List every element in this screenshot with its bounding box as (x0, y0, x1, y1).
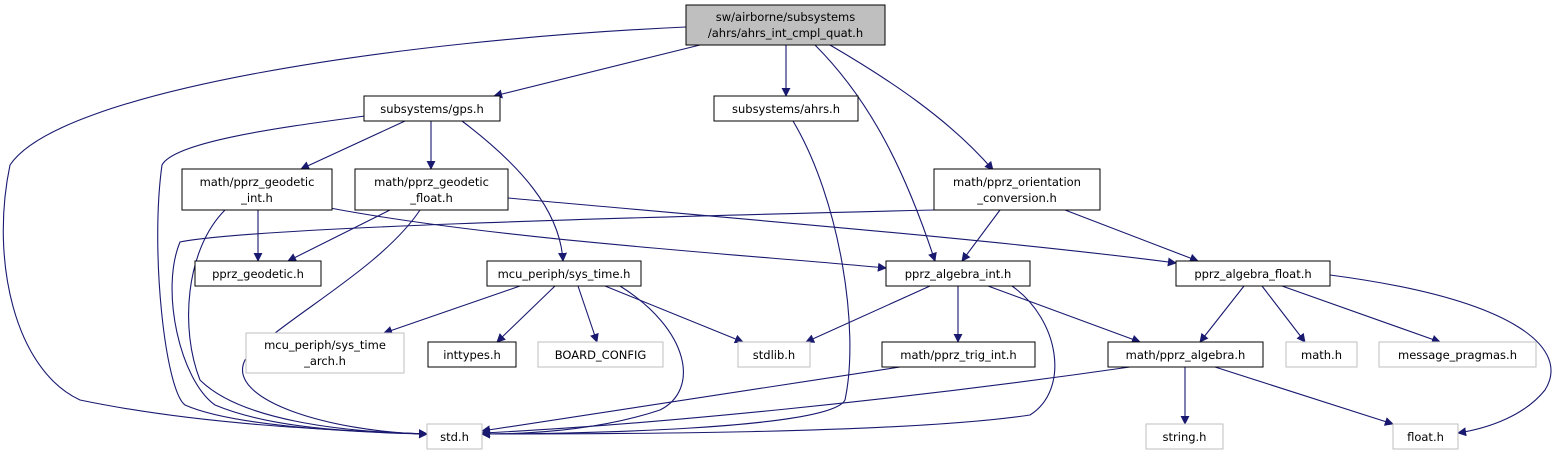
node-math[interactable]: math.h (1285, 341, 1358, 368)
edge-gps-std (157, 115, 428, 439)
node-stdlib-label: stdlib.h (753, 348, 795, 362)
node-geodetic-int[interactable]: math/pprz_geodetic _int.h (181, 168, 333, 211)
node-orientation-conversion[interactable]: math/pprz_orientation _conversion.h (933, 168, 1101, 211)
node-float-label: float.h (1407, 430, 1444, 444)
edge-algebra-float-float (1329, 274, 1552, 437)
node-root-line-2: /ahrs/ahrs_int_cmpl_quat.h (708, 26, 863, 40)
node-trig-int-label: math/pprz_trig_int.h (900, 348, 1016, 362)
edge-gps-sys-time (461, 120, 568, 262)
node-gps[interactable]: subsystems/gps.h (363, 95, 501, 122)
edge-orientation-std (171, 209, 935, 439)
node-algebra-float-label: pprz_algebra_float.h (1194, 267, 1311, 281)
node-string[interactable]: string.h (1145, 423, 1224, 450)
edge-trig-int-std (481, 366, 901, 435)
node-std[interactable]: std.h (426, 423, 483, 450)
node-root-header[interactable]: sw/airborne/subsystems /ahrs/ahrs_int_cm… (685, 4, 886, 46)
node-sys-time[interactable]: mcu_periph/sys_time.h (486, 260, 642, 287)
node-root-line-1: sw/airborne/subsystems (716, 10, 856, 24)
node-board-config[interactable]: BOARD_CONFIG (537, 341, 664, 368)
edge-geodetic-float-pprz-geodetic (287, 209, 391, 262)
edge-algebra-int-algebra (987, 285, 1141, 344)
edge-root-gps (493, 44, 701, 99)
node-message-pragmas-label: message_pragmas.h (1398, 348, 1517, 362)
node-ahrs[interactable]: subsystems/ahrs.h (713, 95, 859, 122)
node-geodetic-float[interactable]: math/pprz_geodetic _float.h (354, 168, 509, 211)
node-geodetic-int-line-2: _int.h (240, 191, 273, 205)
node-algebra-float[interactable]: pprz_algebra_float.h (1175, 260, 1331, 287)
node-pprz-geodetic[interactable]: pprz_geodetic.h (194, 260, 322, 287)
edge-orientation-algebra-int (961, 209, 1001, 262)
node-sys-time-arch-line-2: _arch.h (303, 354, 346, 368)
node-board-config-label: BOARD_CONFIG (555, 348, 647, 362)
edge-sys-time-stdlib (604, 285, 744, 344)
edge-algebra-float-message-pragmas (1281, 285, 1441, 344)
node-geodetic-int-line-1: math/pprz_geodetic (200, 175, 315, 189)
edge-algebra-float-h (1214, 366, 1394, 426)
node-orientation-line-2: _conversion.h (976, 191, 1056, 205)
node-stdlib[interactable]: stdlib.h (737, 341, 811, 368)
edge-geodetic-float-algebra-float (507, 197, 1177, 267)
node-inttypes-label: inttypes.h (443, 348, 501, 362)
node-sys-time-arch-line-1: mcu_periph/sys_time (264, 338, 386, 352)
edge-root-algebra-int (814, 44, 937, 262)
edge-gps-geodetic-int (300, 120, 406, 170)
node-pprz-algebra[interactable]: math/pprz_algebra.h (1107, 341, 1264, 368)
edge-algebra-int-std (481, 285, 1056, 439)
edge-geodetic-float-std (242, 209, 428, 439)
node-message-pragmas[interactable]: message_pragmas.h (1378, 341, 1537, 368)
edge-algebra-float-math (1261, 285, 1306, 343)
edge-sys-time-std (481, 285, 684, 439)
node-pprz-algebra-label: math/pprz_algebra.h (1126, 348, 1246, 362)
node-string-label: string.h (1163, 430, 1207, 444)
edge-sys-time-inttypes (496, 285, 556, 343)
node-algebra-int[interactable]: pprz_algebra_int.h (885, 260, 1031, 287)
edge-sys-time-board-config (577, 285, 599, 343)
node-gps-label: subsystems/gps.h (380, 102, 484, 116)
node-math-label: math.h (1301, 348, 1342, 362)
node-inttypes[interactable]: inttypes.h (427, 341, 517, 368)
edge-algebra-int-stdlib (805, 285, 931, 343)
edge-algebra-float-algebra (1199, 285, 1245, 343)
node-algebra-int-label: pprz_algebra_int.h (905, 267, 1012, 281)
edge-root-orientation (829, 44, 994, 171)
node-std-label: std.h (440, 430, 469, 444)
edge-geodetic-int-algebra-int (329, 207, 887, 272)
edge-root-std (2, 26, 687, 439)
edge-sys-time-sys-time-arch (383, 285, 521, 335)
node-ahrs-label: subsystems/ahrs.h (732, 102, 840, 116)
node-trig-int[interactable]: math/pprz_trig_int.h (881, 341, 1036, 368)
node-sys-time-arch[interactable]: mcu_periph/sys_time _arch.h (245, 332, 405, 374)
edge-orientation-algebra-float (1064, 209, 1199, 263)
node-float[interactable]: float.h (1392, 423, 1459, 450)
node-geodetic-float-line-2: _float.h (409, 191, 453, 205)
node-pprz-geodetic-label: pprz_geodetic.h (212, 267, 304, 281)
node-orientation-line-1: math/pprz_orientation (953, 175, 1081, 189)
node-geodetic-float-line-1: math/pprz_geodetic (374, 175, 489, 189)
edge-algebra-std (481, 366, 1131, 438)
node-sys-time-label: mcu_periph/sys_time.h (498, 267, 631, 281)
